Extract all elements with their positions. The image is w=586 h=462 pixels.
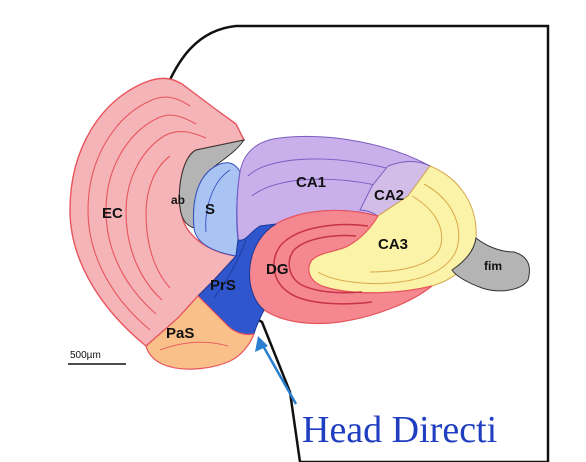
scale-bar: 500µm <box>68 350 126 365</box>
label-pas: PaS <box>166 325 194 342</box>
region-pas <box>145 295 255 370</box>
label-ca3: CA3 <box>378 236 408 253</box>
region-fim <box>451 237 530 292</box>
label-dg: DG <box>266 261 289 278</box>
region-ca2 <box>359 161 431 217</box>
section-outline <box>166 24 550 462</box>
head-direction-caption: Head Directi <box>302 409 497 451</box>
label-fim: fim <box>484 259 502 273</box>
ca3-layer-lines <box>317 183 460 284</box>
label-ab: ab <box>171 193 185 207</box>
head-direction-arrow <box>255 336 298 405</box>
ec-layer-lines <box>87 96 207 331</box>
pas-layer-line <box>159 341 229 351</box>
region-ec <box>69 77 246 347</box>
s-layer-line <box>205 169 231 233</box>
label-s: S <box>205 201 215 218</box>
prs-layer-line <box>213 239 247 299</box>
label-prs: PrS <box>210 277 236 294</box>
label-ca1: CA1 <box>296 174 326 191</box>
scale-bar-label: 500µm <box>70 350 101 361</box>
label-ec: EC <box>102 205 123 222</box>
label-ca2: CA2 <box>374 187 404 204</box>
dg-granule-layer <box>273 223 373 305</box>
